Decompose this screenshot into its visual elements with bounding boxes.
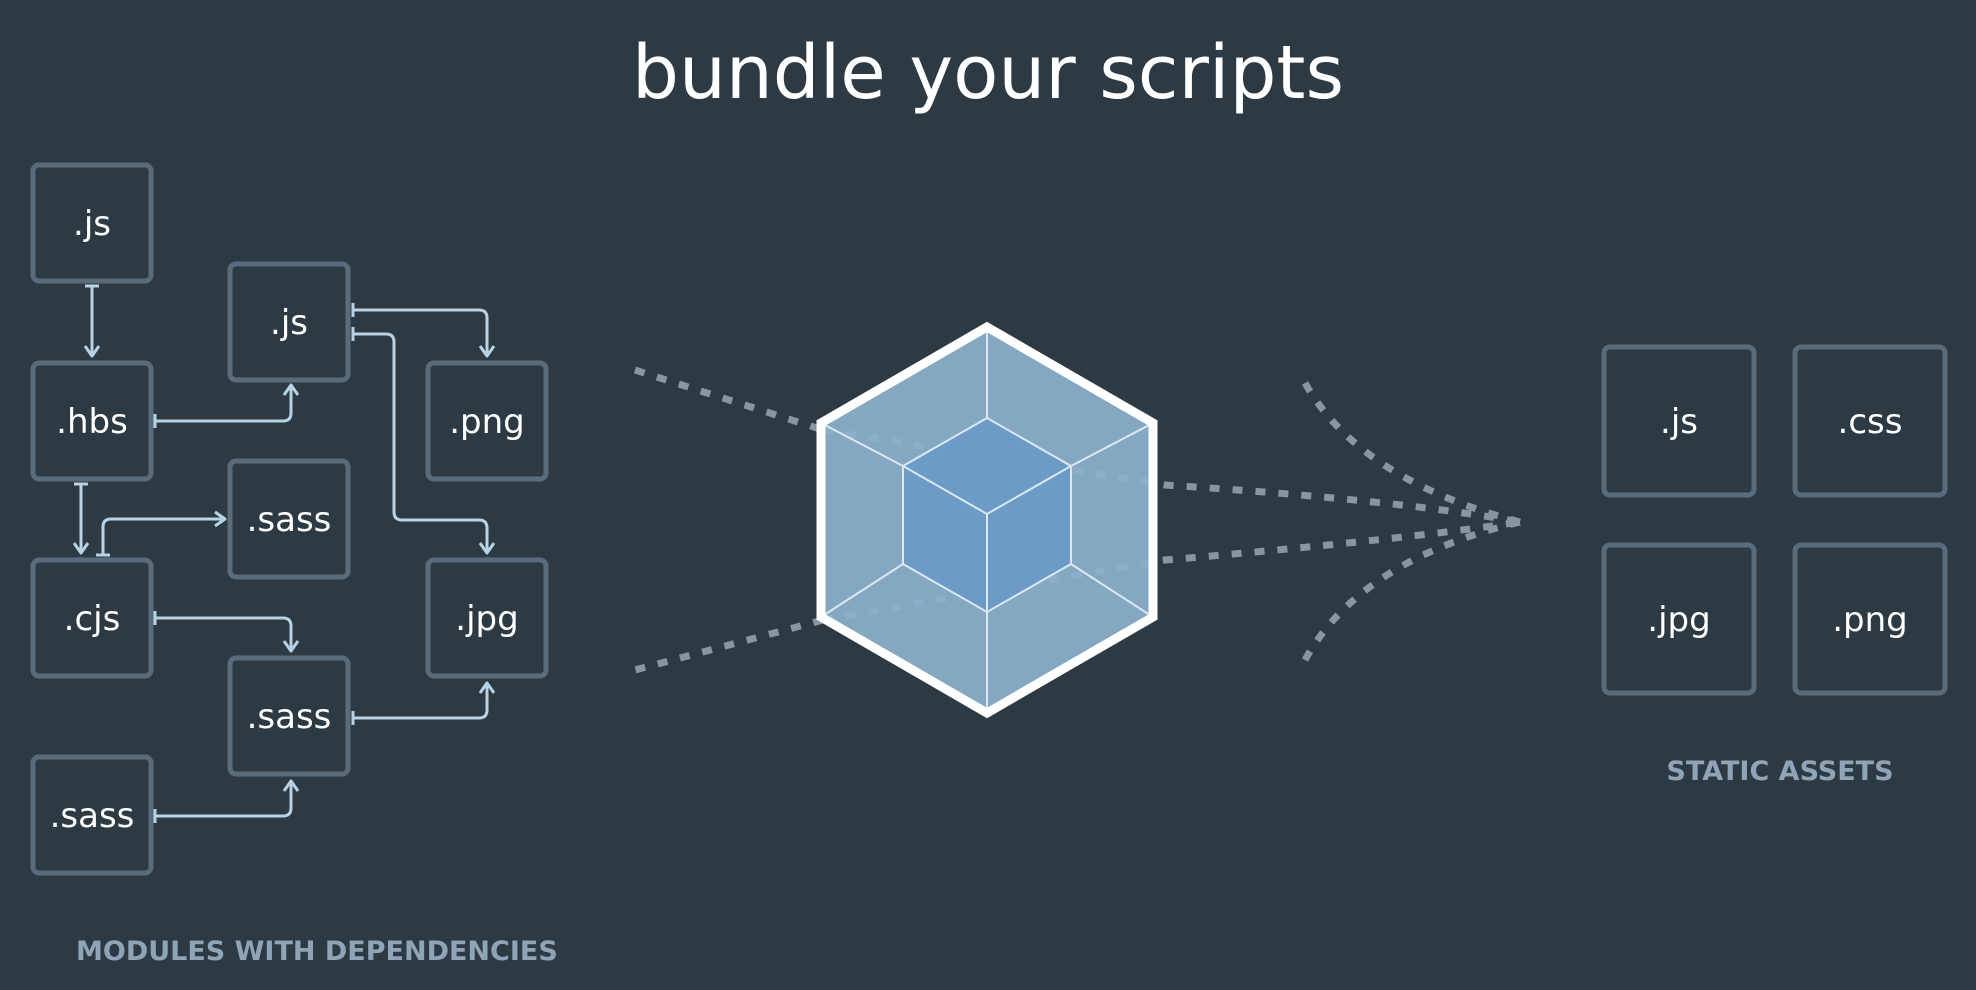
asset-label: .css xyxy=(1838,402,1903,442)
static-assets-caption: STATIC ASSETS xyxy=(1666,756,1894,787)
module-box-sass-2: .sass xyxy=(227,655,351,777)
module-box-png: .png xyxy=(425,360,549,482)
module-box-cjs: .cjs xyxy=(30,557,154,679)
asset-box-js: .js xyxy=(1601,344,1757,498)
arrow-hbs-to-js xyxy=(153,383,300,428)
asset-box-png: .png xyxy=(1792,542,1948,696)
module-box-js-2: .js xyxy=(227,261,351,383)
module-label: .sass xyxy=(50,796,135,836)
arrow-cjs-to-sass xyxy=(96,510,227,557)
asset-label: .png xyxy=(1832,600,1908,640)
arrow-cjs-to-sass-2 xyxy=(153,611,300,653)
webpack-cube-icon xyxy=(816,321,1158,719)
module-box-js-1: .js xyxy=(30,162,154,284)
module-label: .js xyxy=(270,303,308,343)
module-label: .js xyxy=(73,204,111,244)
arrow-sass-to-sass xyxy=(153,779,300,823)
module-box-hbs: .hbs xyxy=(30,360,154,482)
page-title: bundle your scripts xyxy=(631,30,1345,116)
module-label: .png xyxy=(449,402,525,442)
arrow-js-to-png xyxy=(351,303,496,358)
module-label: .sass xyxy=(247,500,332,540)
dependency-arrows xyxy=(72,284,496,823)
arrow-js-to-hbs xyxy=(83,284,101,358)
bundle-flow-lines xyxy=(633,366,1521,674)
arrow-sass-to-jpg xyxy=(351,681,496,725)
module-label: .sass xyxy=(247,697,332,737)
module-label: .jpg xyxy=(455,599,518,639)
asset-box-css: .css xyxy=(1792,344,1948,498)
module-box-sass-1: .sass xyxy=(227,458,351,580)
asset-label: .jpg xyxy=(1647,600,1710,640)
module-box-jpg: .jpg xyxy=(425,557,549,679)
arrow-js-to-jpg xyxy=(351,327,496,555)
module-label: .hbs xyxy=(56,402,128,442)
asset-box-jpg: .jpg xyxy=(1601,542,1757,696)
arrow-hbs-to-cjs xyxy=(72,482,90,555)
module-label: .cjs xyxy=(64,599,121,639)
asset-label: .js xyxy=(1660,402,1698,442)
modules-caption: MODULES WITH DEPENDENCIES xyxy=(76,936,558,967)
module-box-sass-3: .sass xyxy=(30,754,154,876)
